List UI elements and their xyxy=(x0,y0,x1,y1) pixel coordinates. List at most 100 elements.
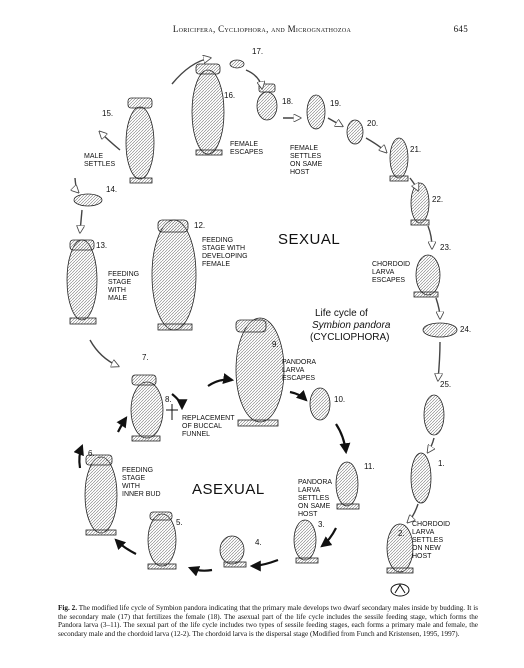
annotation-replacement-buccal: REPLACEMENT OF BUCCAL FUNNEL xyxy=(182,415,235,438)
organism-18 xyxy=(256,83,278,121)
stage-8: 8. xyxy=(165,395,172,404)
stage-16: 16. xyxy=(224,91,235,100)
stage-2: 2. xyxy=(398,529,405,538)
stage-numbers: 17. 16. 18. 19. 20. 21. 22. 23. 24. 25. … xyxy=(88,47,471,547)
svg-text:HOST: HOST xyxy=(412,553,432,560)
svg-text:CHORDOID: CHORDOID xyxy=(372,261,410,268)
stage-25: 25. xyxy=(440,380,451,389)
stage-21: 21. xyxy=(410,145,421,154)
organism-1 xyxy=(410,452,432,504)
svg-text:SETTLES: SETTLES xyxy=(290,153,321,160)
svg-text:ESCAPES: ESCAPES xyxy=(230,149,263,156)
svg-text:STAGE WITH: STAGE WITH xyxy=(202,245,245,252)
stage-12: 12. xyxy=(194,221,205,230)
stage-1: 1. xyxy=(438,459,445,468)
annotation-chordoid-escapes: CHORDOID LARVA ESCAPES xyxy=(372,261,410,284)
svg-text:FUNNEL: FUNNEL xyxy=(182,431,210,438)
sexual-arrows xyxy=(75,58,440,522)
center-title-line2: Symbion pandora xyxy=(312,320,391,331)
stage-17: 17. xyxy=(252,47,263,56)
svg-text:FEEDING: FEEDING xyxy=(108,271,139,278)
svg-text:FEEDING: FEEDING xyxy=(122,467,153,474)
organism-6 xyxy=(84,454,118,536)
annotation-chordoid-settles-new: CHORDOID LARVA SETTLES ON NEW HOST xyxy=(412,521,450,560)
stage-3: 3. xyxy=(318,520,325,529)
organism-2 xyxy=(386,523,414,574)
stage-13: 13. xyxy=(96,241,107,250)
center-title-line1: Life cycle of xyxy=(315,308,368,319)
svg-text:MALE: MALE xyxy=(84,153,103,160)
asexual-arrows xyxy=(73,373,351,577)
annotation-feeding-with-male: FEEDING STAGE WITH MALE xyxy=(108,271,139,302)
signature-monogram xyxy=(390,583,410,597)
organism-16 xyxy=(191,63,225,156)
svg-text:PANDORA: PANDORA xyxy=(282,359,316,366)
stage-18: 18. xyxy=(282,97,293,106)
stage-5: 5. xyxy=(176,518,183,527)
svg-text:STAGE: STAGE xyxy=(122,475,146,482)
figure-label: Fig. 2. xyxy=(58,604,78,612)
annotation-pandora-settles: PANDORA LARVA SETTLES ON SAME HOST xyxy=(298,479,332,518)
organism-20 xyxy=(346,119,364,145)
organism-4 xyxy=(219,535,247,568)
stage-14: 14. xyxy=(106,185,117,194)
svg-text:ON NEW: ON NEW xyxy=(412,545,441,552)
svg-text:WITH: WITH xyxy=(108,287,126,294)
stage-10: 10. xyxy=(334,395,345,404)
svg-text:ESCAPES: ESCAPES xyxy=(372,277,405,284)
svg-text:LARVA: LARVA xyxy=(282,367,305,374)
svg-text:STAGE: STAGE xyxy=(108,279,132,286)
svg-text:FEMALE: FEMALE xyxy=(202,261,230,268)
organism-3 xyxy=(293,519,319,564)
svg-text:SETTLES: SETTLES xyxy=(412,537,443,544)
svg-text:DEVELOPING: DEVELOPING xyxy=(202,253,248,260)
sexual-label: SEXUAL xyxy=(278,231,340,248)
svg-text:OF BUCCAL: OF BUCCAL xyxy=(182,423,222,430)
svg-text:PANDORA: PANDORA xyxy=(298,479,332,486)
svg-text:SETTLES: SETTLES xyxy=(84,161,115,168)
stage-7: 7. xyxy=(142,353,149,362)
svg-text:FEEDING: FEEDING xyxy=(202,237,233,244)
organism-13 xyxy=(66,239,98,325)
organism-10 xyxy=(309,387,331,421)
annotation-feeding-developing-female: FEEDING STAGE WITH DEVELOPING FEMALE xyxy=(202,237,248,268)
stage-20: 20. xyxy=(367,119,378,128)
annotation-pandora-escapes: PANDORA LARVA ESCAPES xyxy=(282,359,316,382)
svg-text:WITH: WITH xyxy=(122,483,140,490)
organism-25 xyxy=(423,394,445,436)
annotation-feeding-inner-bud: FEEDING STAGE WITH INNER BUD xyxy=(122,467,161,498)
stage-22: 22. xyxy=(432,195,443,204)
svg-text:MALE: MALE xyxy=(108,295,127,302)
figure-caption: Fig. 2. The modified life cycle of Symbi… xyxy=(58,604,478,638)
stage-24: 24. xyxy=(460,325,471,334)
stage-9: 9. xyxy=(272,340,279,349)
stage-11: 11. xyxy=(364,462,375,471)
svg-text:CHORDOID: CHORDOID xyxy=(412,521,450,528)
cross-icon xyxy=(166,404,178,420)
organism-17 xyxy=(229,59,245,69)
svg-text:ON SAME: ON SAME xyxy=(290,161,323,168)
caption-text: The modified life cycle of Symbion pando… xyxy=(58,604,478,638)
center-title: Life cycle of Symbion pandora (CYCLIOPHO… xyxy=(310,308,391,343)
svg-text:LARVA: LARVA xyxy=(412,529,435,536)
organisms xyxy=(66,59,458,574)
page-number: 645 xyxy=(453,24,468,34)
stage-15: 15. xyxy=(102,109,113,118)
annotation-female-escapes: FEMALE ESCAPES xyxy=(230,141,263,156)
svg-text:ESCAPES: ESCAPES xyxy=(282,375,315,382)
svg-text:FEMALE: FEMALE xyxy=(230,141,258,148)
stage-6: 6. xyxy=(88,449,95,458)
svg-text:INNER BUD: INNER BUD xyxy=(122,491,161,498)
svg-text:ON SAME: ON SAME xyxy=(298,503,331,510)
organism-23 xyxy=(413,254,441,298)
stage-23: 23. xyxy=(440,243,451,252)
organism-24 xyxy=(422,322,458,338)
organism-9 xyxy=(235,317,285,427)
svg-text:LARVA: LARVA xyxy=(298,487,321,494)
organism-12 xyxy=(151,219,197,331)
organism-14 xyxy=(73,193,103,207)
annotation-male-settles: MALE SETTLES xyxy=(84,153,115,168)
annotation-female-settles: FEMALE SETTLES ON SAME HOST xyxy=(290,145,323,176)
svg-text:FEMALE: FEMALE xyxy=(290,145,318,152)
